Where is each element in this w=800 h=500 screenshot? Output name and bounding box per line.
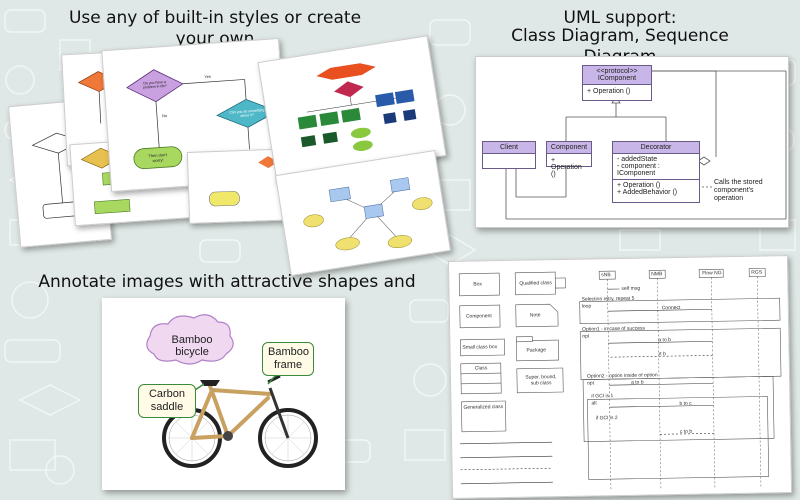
seq-msg-c-to-b: c to b — [679, 428, 693, 435]
mindmap-card — [275, 149, 451, 277]
seq-msg-b-to-c: b to c — [679, 400, 692, 407]
uml-decorator-attr1: - addedState — [617, 156, 658, 163]
seq-lifeline-flowng: Flow NG — [702, 270, 722, 277]
mindmap-diagram — [303, 177, 433, 251]
uml-client-name: Client — [483, 142, 535, 154]
uml-component-name: Component — [547, 142, 591, 154]
sequence-diagram-card: Box Qualified class Component Note Small… — [447, 255, 793, 499]
seq-frame-alt-label2: if GCI is 2 — [595, 415, 618, 422]
seq-frame-loop: loop — [581, 303, 592, 310]
seq-shape-class: Class — [474, 365, 488, 372]
style-collage: Do you have a problem in life? Can you d… — [0, 35, 470, 277]
bicycle-annotation-card: Bamboo bicycle Bamboo frame Carbon saddl… — [102, 298, 345, 490]
seq-lifeline-rgs: RGS — [751, 269, 763, 276]
svg-text:about it?: about it? — [240, 113, 254, 118]
uml-decorator: Decorator - addedState - component : ICo… — [612, 141, 700, 203]
seq-lifeline-snb: sNB — [601, 272, 611, 279]
uml-icomponent-op: + Operation () — [587, 88, 631, 95]
svg-text:Yes: Yes — [204, 74, 211, 79]
seq-msg-self: self msg — [621, 285, 641, 292]
uml-heading-line1: UML support: — [563, 8, 677, 28]
seq-frame-opt1: opt — [582, 333, 590, 340]
seq-msg-a-to-b-1: a to b — [658, 337, 671, 344]
uml-connectors — [505, 70, 787, 220]
bicycle-image — [146, 314, 318, 468]
seq-msg-a-to-b-2: a to b — [631, 379, 644, 386]
flowchart-main-diagram: Do you have a problem in life? Can you d… — [126, 69, 278, 170]
uml-decorator-name: Decorator — [613, 142, 699, 154]
seq-shape-generalized-class: Generalized class — [463, 404, 504, 411]
seq-shape-qualified-class: Qualified class — [519, 280, 552, 287]
seq-frame-alt: alt — [591, 400, 597, 407]
svg-text:worry!: worry! — [152, 157, 163, 163]
seq-shape-note: Note — [529, 312, 541, 319]
seq-frame-opt2: opt — [587, 380, 595, 387]
svg-text:problem in life?: problem in life? — [143, 84, 167, 90]
seq-shape-component: Component — [465, 313, 492, 320]
uml-decorator-op2: + AddedBehavior () — [617, 189, 678, 196]
seq-msg-connect: Connect — [661, 304, 681, 312]
callout-carbon-saddle: Carbon saddle — [138, 384, 196, 418]
uml-decorator-attr2: - component : IComponent — [617, 163, 660, 177]
flow-q1-text: Do you have a — [143, 80, 166, 86]
seq-shape-package: Package — [526, 347, 547, 354]
seq-shape-box: Box — [473, 281, 483, 288]
seq-frame-alt-label: if GCI is 1 — [591, 393, 614, 400]
uml-component-op: + Operation () — [551, 157, 582, 178]
uml-decorator-op1: + Operation () — [617, 182, 661, 189]
flowchart-card-main: Do you have a problem in life? Can you d… — [101, 37, 289, 193]
sequence-diagram — [458, 268, 782, 490]
svg-text:Can you do something: Can you do something — [229, 108, 264, 114]
uml-note: Calls the stored component's operation — [714, 179, 763, 202]
callout-bamboo-bicycle: Bamboo bicycle — [171, 334, 213, 358]
svg-text:Then don't: Then don't — [148, 152, 168, 158]
seq-frame-loop-label: Selection retry, repeat 5 — [581, 295, 635, 303]
seq-frame-opt1-label: Option1 - in case of success — [582, 325, 646, 333]
seq-shape-small-class-box: Small class box — [462, 344, 498, 351]
svg-text:No: No — [162, 113, 168, 118]
uml-icomponent-name: IComponent — [597, 75, 637, 82]
callout-bamboo-frame: Bamboo frame — [262, 342, 314, 376]
seq-lifeline-nmb: NMB — [651, 271, 663, 278]
uml-client: Client — [482, 141, 536, 169]
uml-icomponent: <<protocol>> IComponent + Operation () — [582, 65, 652, 101]
seq-shape-super-bound-sub: Super, bound, sub class — [525, 374, 557, 387]
uml-icomponent-stereotype: <<protocol>> — [596, 68, 638, 75]
tree-diagram-card — [257, 35, 447, 183]
tree-diagram — [297, 63, 417, 151]
seq-msg-rt-b: rt b — [658, 351, 666, 358]
uml-component: Component + Operation () — [546, 141, 592, 178]
seq-frame-opt2-label: Option2 - option inside of option — [586, 372, 658, 380]
uml-class-diagram-card: <<protocol>> IComponent + Operation () C… — [475, 56, 789, 228]
